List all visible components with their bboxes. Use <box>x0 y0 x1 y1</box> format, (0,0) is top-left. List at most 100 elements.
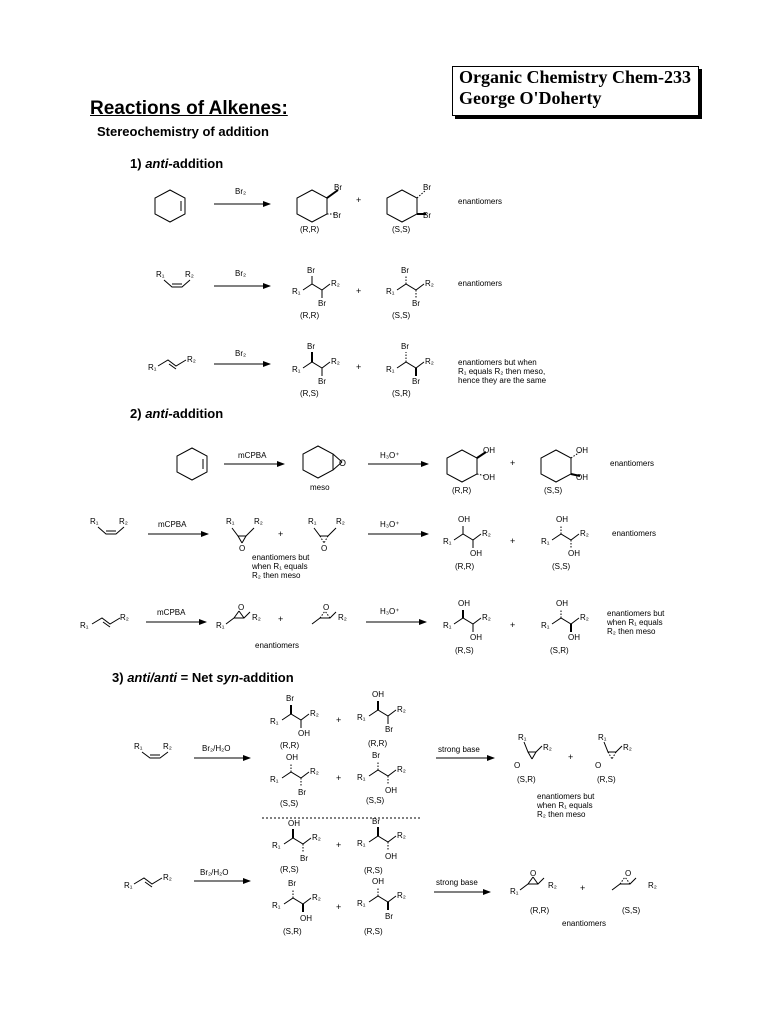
atom-r2: R₂ <box>482 613 491 622</box>
stereo-label: (R,R) <box>455 562 474 571</box>
atom-br: Br <box>401 342 409 351</box>
atom-br: Br <box>300 854 308 863</box>
plus-sign: + <box>336 902 341 912</box>
atom-oh: OH <box>568 633 580 642</box>
atom-r2: R₂ <box>397 705 406 714</box>
product-dibromocyclohexane-ss <box>386 189 427 223</box>
diol-ss <box>551 526 580 548</box>
atom-br: Br <box>286 694 294 703</box>
atom-r1: R₁ <box>148 363 157 372</box>
atom-r1: R₁ <box>90 517 99 526</box>
atom-br: Br <box>385 725 393 734</box>
cyclohexene-2 <box>176 447 208 481</box>
page-title: Reactions of Alkenes: <box>90 98 288 119</box>
label-enantiomers: enantiomers <box>562 919 606 928</box>
atom-br: Br <box>318 299 326 308</box>
atom-br: Br <box>307 342 315 351</box>
stereo-label: (S,S) <box>392 225 411 234</box>
plus-sign: + <box>336 715 341 725</box>
cis-alkene-1 <box>163 279 191 288</box>
atom-oh: OH <box>470 633 482 642</box>
diol-sr <box>551 610 580 632</box>
section-1-heading: 1) anti-addition <box>130 156 224 171</box>
epoxide-sr <box>523 741 543 760</box>
stereo-label: (R,S) <box>300 389 319 398</box>
atom-r1: R₁ <box>308 517 317 526</box>
atom-r2: R₂ <box>163 742 172 751</box>
stereo-label: (S,S) <box>366 796 385 805</box>
plus-sign: + <box>336 840 341 850</box>
stereo-label: (R,R) <box>452 486 471 495</box>
atom-r2: R₂ <box>252 613 261 622</box>
page-subtitle: Stereochemistry of addition <box>97 124 269 139</box>
instructor-name: George O'Doherty <box>459 88 602 108</box>
atom-oh: OH <box>372 877 384 886</box>
stereo-label: (R,R) <box>280 741 299 750</box>
atom-r1: R₁ <box>541 621 550 630</box>
atom-r2: R₂ <box>338 613 347 622</box>
atom-br: Br <box>307 266 315 275</box>
atom-r1: R₁ <box>80 621 89 630</box>
atom-r1: R₁ <box>292 365 301 374</box>
stereo-label: (R,R) <box>300 311 319 320</box>
atom-br: Br <box>385 912 393 921</box>
stereo-label: (R,S) <box>280 865 299 874</box>
diol-rs <box>453 610 482 632</box>
atom-r1: R₁ <box>510 887 519 896</box>
stereo-label: (R,S) <box>364 927 383 936</box>
atom-oh: OH <box>470 549 482 558</box>
atom-o: O <box>238 603 244 612</box>
stereo-label: (S,S) <box>392 311 411 320</box>
halohydrin-ss-b <box>368 761 397 784</box>
atom-r1: R₁ <box>292 287 301 296</box>
label-enantiomers: enantiomers <box>458 197 502 206</box>
atom-r1: R₁ <box>357 713 366 722</box>
halohydrin-sr-a <box>283 889 312 912</box>
atom-r1: R₁ <box>357 839 366 848</box>
atom-r2: R₂ <box>254 517 263 526</box>
atom-r2: R₂ <box>331 279 340 288</box>
atom-r1: R₁ <box>156 270 165 279</box>
epoxide-rr <box>519 876 545 891</box>
epoxide-rs <box>603 741 623 760</box>
atom-br: Br <box>372 751 380 760</box>
atom-r2: R₂ <box>397 831 406 840</box>
atom-oh: OH <box>372 690 384 699</box>
course-title: Organic Chemistry Chem-233 <box>459 67 691 87</box>
atom-r2: R₂ <box>397 891 406 900</box>
reagent-br2h2o-2: Br₂/H₂O <box>200 868 228 877</box>
atom-r1: R₁ <box>272 841 281 850</box>
stereo-label: (S,S) <box>544 486 563 495</box>
atom-o: O <box>625 869 631 878</box>
atom-r1: R₁ <box>272 901 281 910</box>
plus-sign: + <box>510 536 515 546</box>
atom-oh: OH <box>576 473 588 482</box>
atom-r2: R₂ <box>120 613 129 622</box>
atom-r2: R₂ <box>312 893 321 902</box>
atom-oh: OH <box>458 599 470 608</box>
trans-alkene-1 <box>157 359 187 370</box>
cyclohexene-oxide <box>302 445 343 479</box>
atom-br: Br <box>298 788 306 797</box>
reagent-h3o-2: H₃O⁺ <box>380 520 399 529</box>
atom-r2: R₂ <box>119 517 128 526</box>
atom-r1: R₁ <box>124 881 133 890</box>
atom-oh: OH <box>483 473 495 482</box>
label-enantiomers: enantiomers <box>610 459 654 468</box>
label-enantiomers: enantiomers <box>612 529 656 538</box>
epoxide-ss <box>611 876 637 891</box>
atom-r2: R₂ <box>397 765 406 774</box>
atom-br: Br <box>334 183 342 192</box>
atom-o: O <box>239 544 245 553</box>
stereo-label: (S,S) <box>622 906 641 915</box>
atom-r1: R₁ <box>270 717 279 726</box>
atom-r2: R₂ <box>580 529 589 538</box>
atom-r1: R₁ <box>216 621 225 630</box>
plus-sign: + <box>356 195 361 205</box>
atom-o: O <box>339 458 346 468</box>
halohydrin-rr-b <box>368 701 397 724</box>
reagent-mcpba-1: mCPBA <box>238 451 267 460</box>
product-acyclic-rs <box>302 352 331 376</box>
atom-r1: R₁ <box>134 742 143 751</box>
